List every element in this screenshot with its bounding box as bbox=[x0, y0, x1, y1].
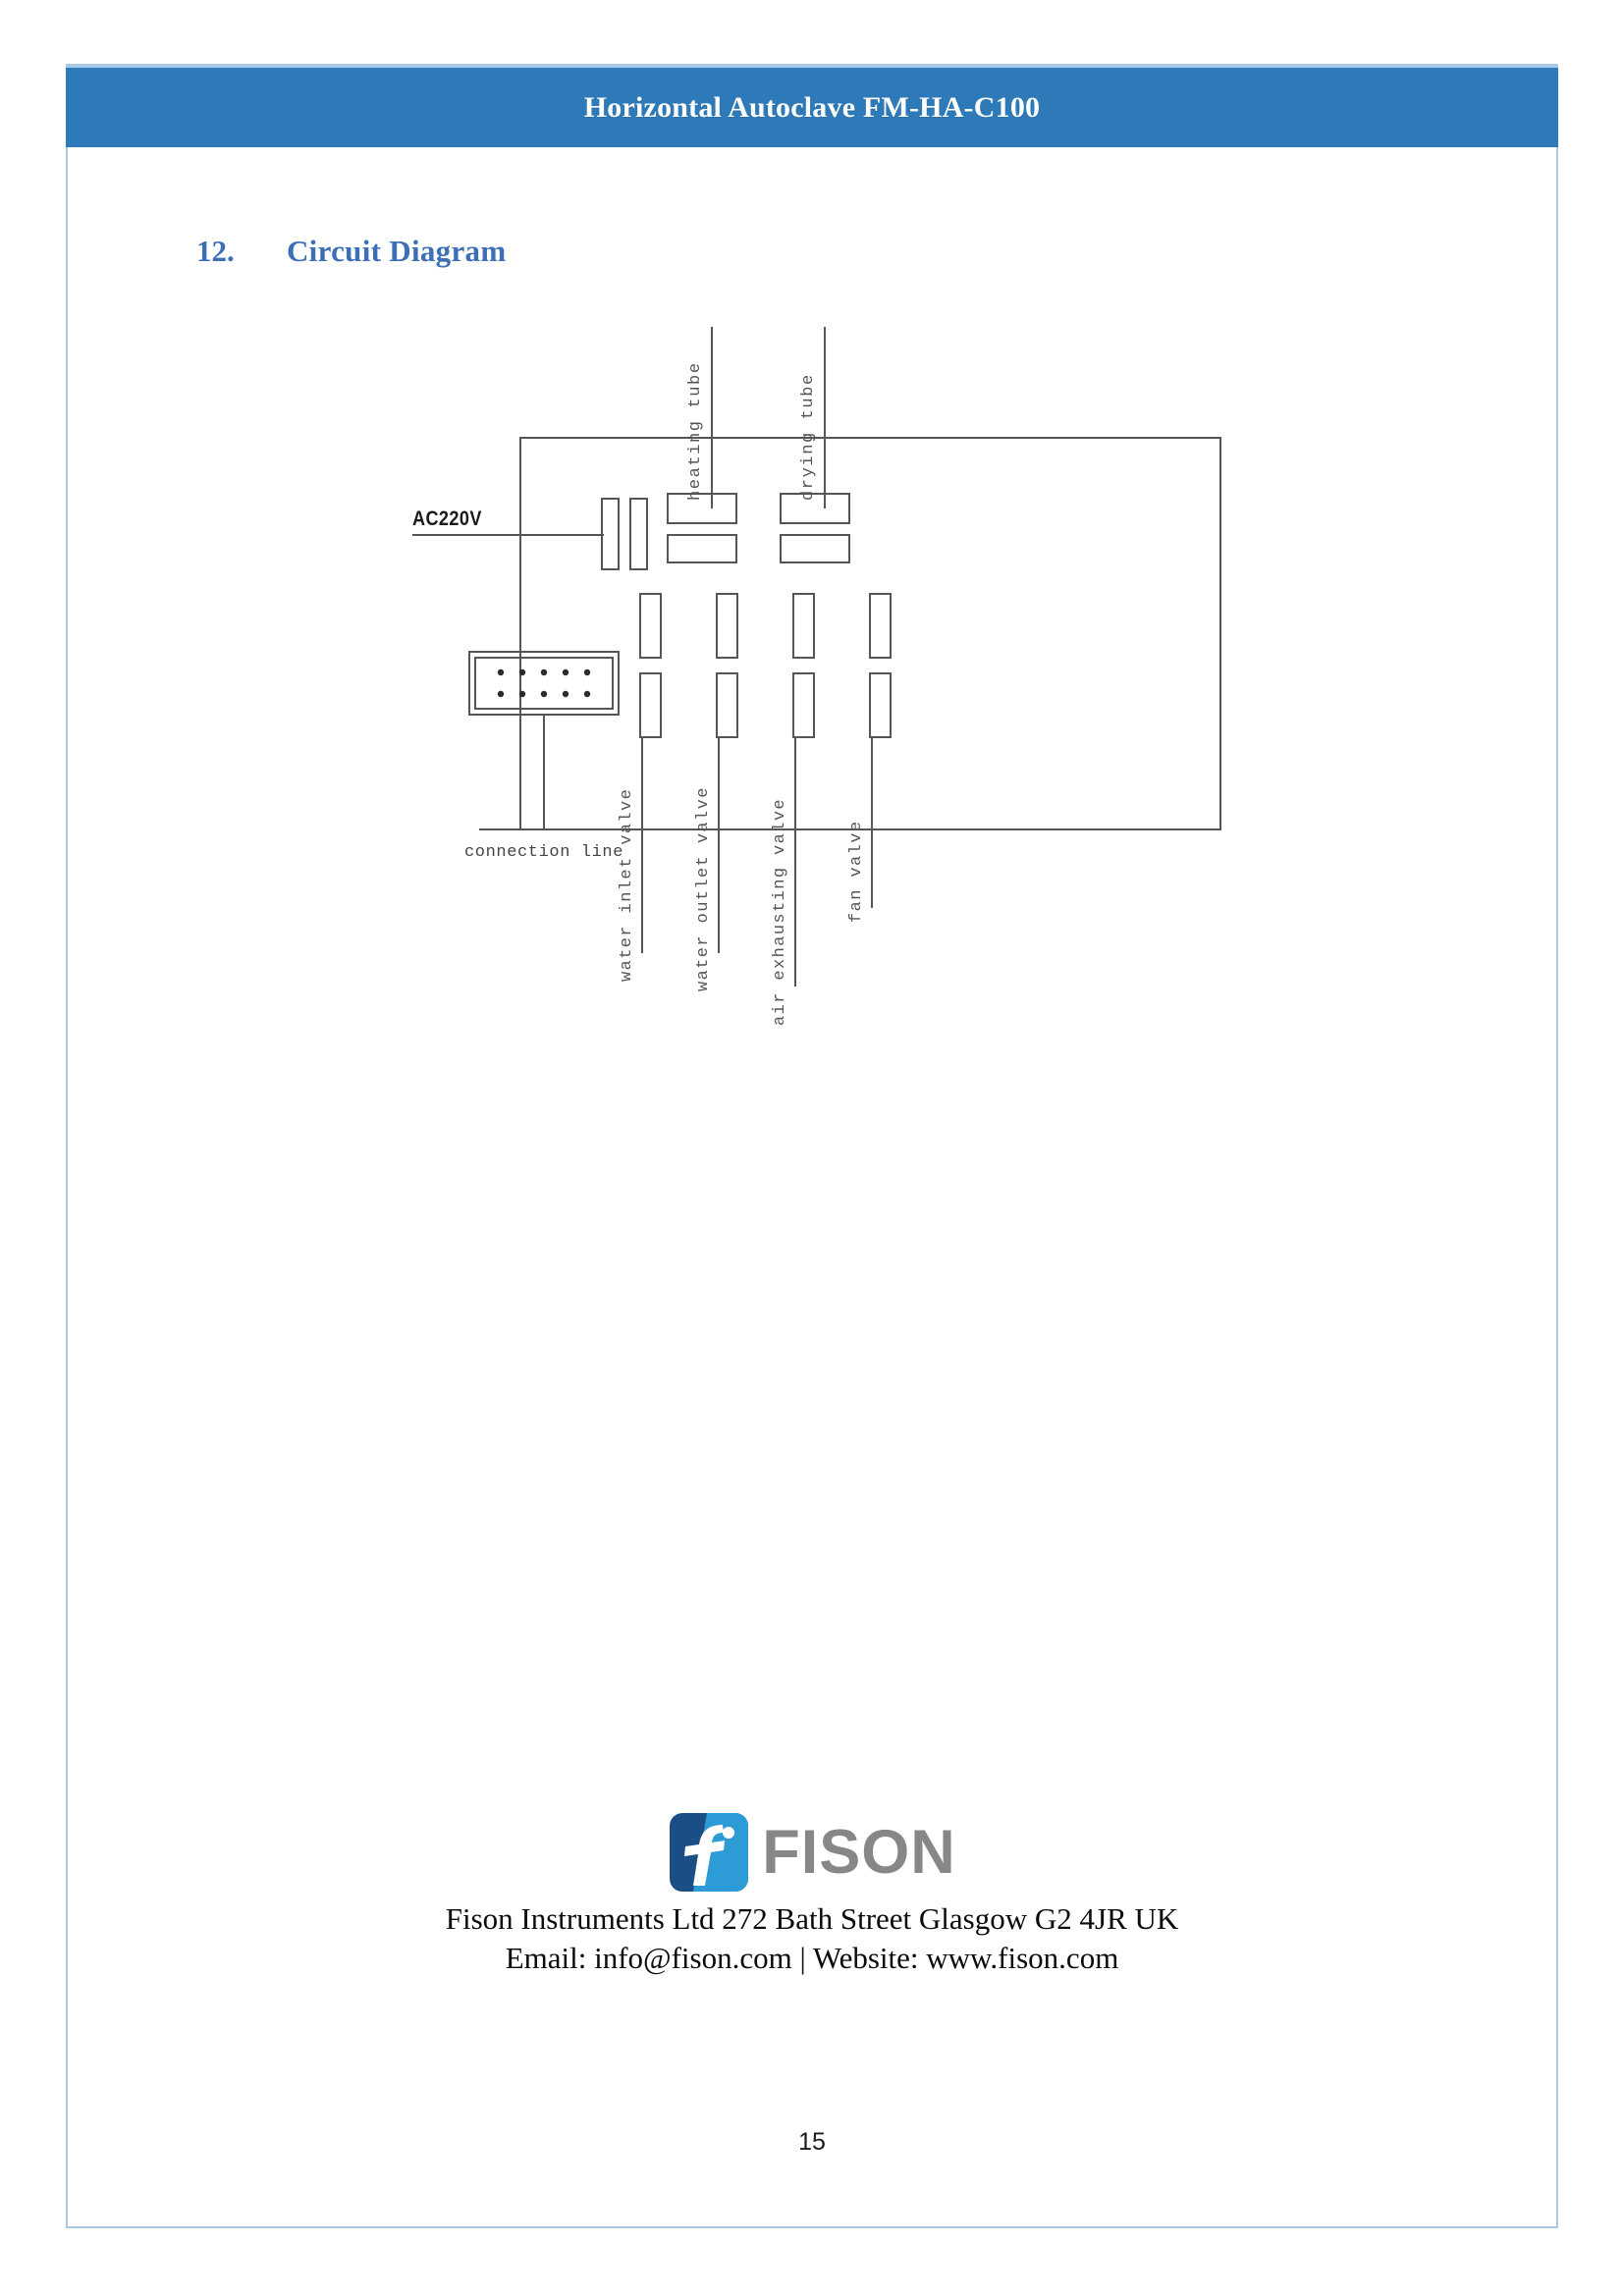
connector-inner-shell bbox=[473, 656, 615, 711]
connector-pin bbox=[497, 668, 505, 676]
connector-pins bbox=[497, 668, 591, 698]
document-header-banner: Horizontal Autoclave FM-HA-C100 bbox=[66, 64, 1558, 147]
connector-pin bbox=[518, 690, 526, 698]
fan-valve-contact-upper bbox=[868, 592, 893, 660]
breaker-pole-2 bbox=[628, 497, 649, 571]
footer-contact: Email: info@fison.com | Website: www.fis… bbox=[505, 1940, 1119, 1975]
fan-valve-contact-lower bbox=[868, 671, 893, 739]
fison-logo-mark bbox=[670, 1813, 749, 1892]
connector-pin bbox=[540, 668, 548, 676]
document-footer: FISON Fison Instruments Ltd 272 Bath Str… bbox=[0, 1811, 1624, 1977]
section-heading: 12. Circuit Diagram bbox=[196, 234, 506, 269]
connector-pin bbox=[562, 668, 569, 676]
fan-valve-label: fan valve bbox=[847, 821, 866, 923]
air-exhausting-valve-contact-upper bbox=[791, 592, 816, 660]
water-inlet-valve-label: water inlet valve bbox=[618, 788, 636, 982]
ac220v-label: AC220V bbox=[412, 507, 482, 531]
connector-pin bbox=[583, 668, 591, 676]
air-exhausting-valve-label: air exhausting valve bbox=[771, 798, 789, 1026]
circuit-diagram: AC220V connection line heating tube dryi… bbox=[412, 294, 1296, 1041]
controller-enclosure bbox=[518, 436, 1222, 831]
footer-address: Fison Instruments Ltd 272 Bath Street Gl… bbox=[445, 1901, 1179, 1936]
water-outlet-valve-contact-lower bbox=[715, 671, 739, 739]
fison-logo-text: FISON bbox=[762, 1817, 956, 1887]
water-inlet-valve-contact-upper bbox=[638, 592, 663, 660]
connector-pin bbox=[518, 668, 526, 676]
water-outlet-valve-contact-upper bbox=[715, 592, 739, 660]
connector-pin bbox=[583, 690, 591, 698]
section-number: 12. bbox=[196, 234, 235, 268]
fison-logo: FISON bbox=[0, 1811, 1624, 1894]
connector-pin bbox=[497, 690, 505, 698]
heating-tube-relay-upper bbox=[666, 492, 738, 525]
heating-tube-relay-lower bbox=[666, 533, 738, 564]
drying-tube-label: drying tube bbox=[799, 373, 818, 501]
connector-outer-shell bbox=[467, 650, 621, 717]
water-inlet-valve-contact-lower bbox=[638, 671, 663, 739]
section-title: Circuit Diagram bbox=[287, 234, 507, 268]
page-number: 15 bbox=[798, 2128, 826, 2156]
heating-tube-label: heating tube bbox=[686, 361, 705, 501]
drying-tube-relay-upper bbox=[779, 492, 851, 525]
connector-pin bbox=[562, 690, 569, 698]
water-outlet-valve-label: water outlet valve bbox=[694, 786, 713, 991]
drying-tube-relay-lower bbox=[779, 533, 851, 564]
document-title: Horizontal Autoclave FM-HA-C100 bbox=[583, 90, 1041, 124]
connection-line-label: connection line bbox=[464, 843, 623, 862]
connector-pin bbox=[540, 690, 548, 698]
circuit-diagram-svg: AC220V connection line heating tube dryi… bbox=[412, 327, 1222, 1026]
breaker-pole-1 bbox=[600, 497, 621, 571]
air-exhausting-valve-contact-lower bbox=[791, 671, 816, 739]
